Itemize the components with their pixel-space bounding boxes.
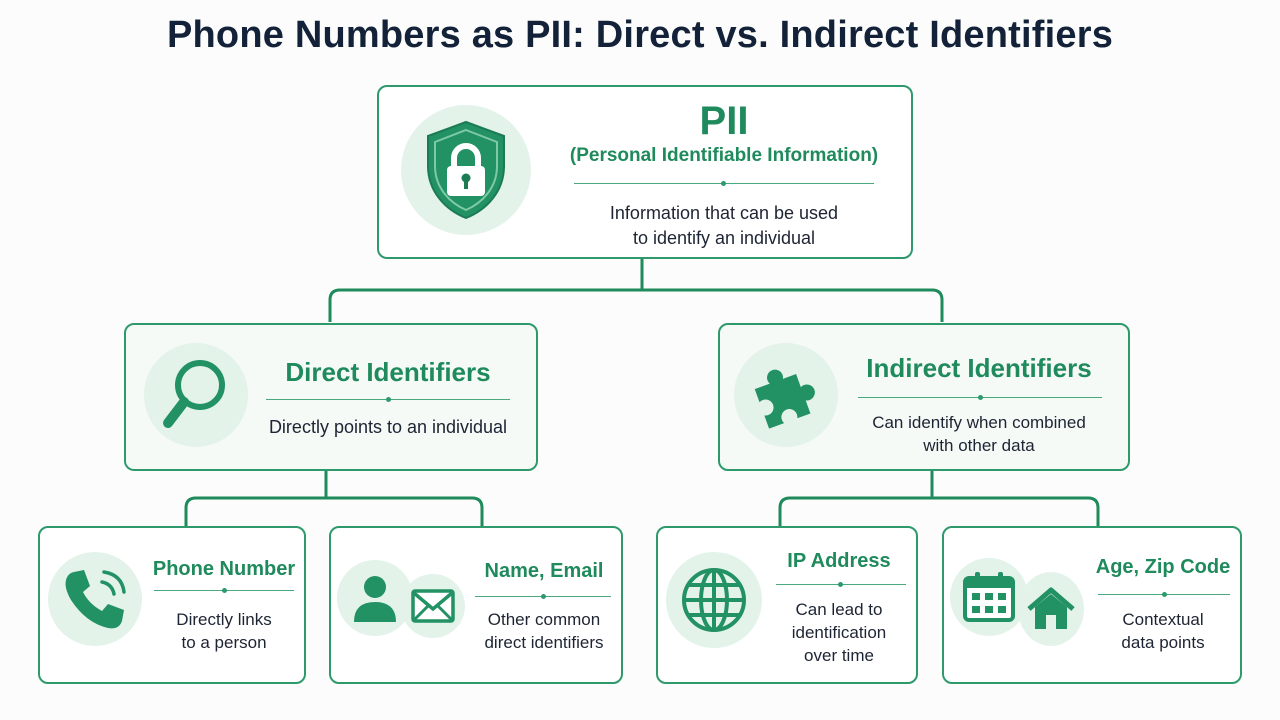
divider-dot bbox=[838, 582, 843, 587]
ip-address-description: Can lead to identification over time bbox=[791, 600, 887, 665]
magnifier-icon bbox=[144, 343, 248, 447]
indirect-description: Can identify when combined with other da… bbox=[872, 413, 1086, 455]
divider-dot bbox=[721, 181, 726, 186]
divider-dot bbox=[541, 594, 546, 599]
age-zip-card: Age, Zip Code Contextual data points bbox=[942, 526, 1242, 684]
user-icon bbox=[337, 560, 413, 636]
house-icon bbox=[1018, 572, 1084, 646]
ip-address-card: IP Address Can lead to identification ov… bbox=[656, 526, 918, 684]
phone-number-card: Phone Number Directly links to a person bbox=[38, 526, 306, 684]
pii-heading: PII bbox=[699, 99, 749, 143]
divider-dot bbox=[386, 397, 391, 402]
puzzle-icon bbox=[734, 343, 838, 447]
name-email-heading: Name, Email bbox=[484, 560, 604, 582]
pii-description: Information that can be used to identify… bbox=[609, 203, 839, 248]
divider-dot bbox=[1162, 592, 1167, 597]
shield-lock-icon bbox=[401, 105, 531, 235]
direct-description: Directly points to an individual bbox=[268, 417, 508, 437]
divider-dot bbox=[222, 588, 227, 593]
phone-number-heading: Phone Number bbox=[152, 558, 296, 580]
globe-icon bbox=[666, 552, 762, 648]
envelope-icon bbox=[401, 574, 465, 638]
indirect-heading: Indirect Identifiers bbox=[866, 353, 1092, 383]
ip-address-heading: IP Address bbox=[787, 550, 891, 572]
divider-dot bbox=[978, 395, 983, 400]
pii-card: PII (Personal Identifiable Information) … bbox=[377, 85, 913, 259]
age-zip-heading: Age, Zip Code bbox=[1095, 556, 1231, 578]
direct-identifiers-card: Direct Identifiers Directly points to an… bbox=[124, 323, 538, 471]
phone-number-description: Directly links to a person bbox=[176, 610, 272, 652]
age-zip-description: Contextual data points bbox=[1121, 610, 1205, 652]
direct-heading: Direct Identifiers bbox=[285, 357, 491, 387]
name-email-description: Other common direct identifiers bbox=[484, 610, 604, 652]
phone-icon bbox=[48, 552, 142, 646]
name-email-card: Name, Email Other common direct identifi… bbox=[329, 526, 623, 684]
pii-subheading: (Personal Identifiable Information) bbox=[569, 145, 879, 166]
page-title: Phone Numbers as PII: Direct vs. Indirec… bbox=[166, 14, 1114, 56]
indirect-identifiers-card: Indirect Identifiers Can identify when c… bbox=[718, 323, 1130, 471]
calendar-icon bbox=[950, 558, 1028, 636]
